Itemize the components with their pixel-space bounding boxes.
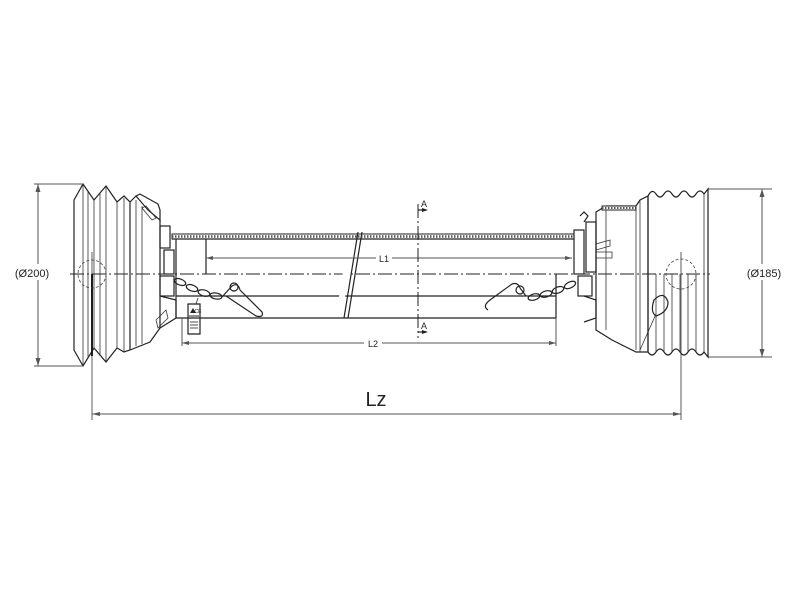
left-guard-cone — [73, 182, 177, 420]
ce-mark: CE — [195, 309, 203, 315]
right-safety-chain — [484, 280, 577, 311]
shaft-tube — [171, 231, 575, 319]
left-diameter-dimension: (Ø200) — [8, 183, 82, 367]
l2-dimension: L2 — [181, 318, 557, 349]
section-label-bottom: A — [421, 321, 427, 331]
left-safety-chain — [173, 277, 263, 318]
lz-label: Lz — [365, 389, 386, 411]
l2-label: L2 — [368, 339, 378, 349]
lz-dimension: Lz — [92, 389, 681, 416]
ce-warning-tag: CE — [187, 297, 203, 335]
section-label-top: A — [421, 199, 427, 209]
l1-label: L1 — [379, 254, 389, 264]
right-diameter-label: (Ø185) — [747, 268, 781, 280]
l1-dimension: L1 — [206, 252, 572, 264]
left-diameter-label: (Ø200) — [15, 268, 49, 280]
section-line-a: A A — [417, 199, 428, 338]
right-guard-cone — [573, 187, 709, 420]
right-diameter-dimension: (Ø185) — [708, 188, 788, 358]
